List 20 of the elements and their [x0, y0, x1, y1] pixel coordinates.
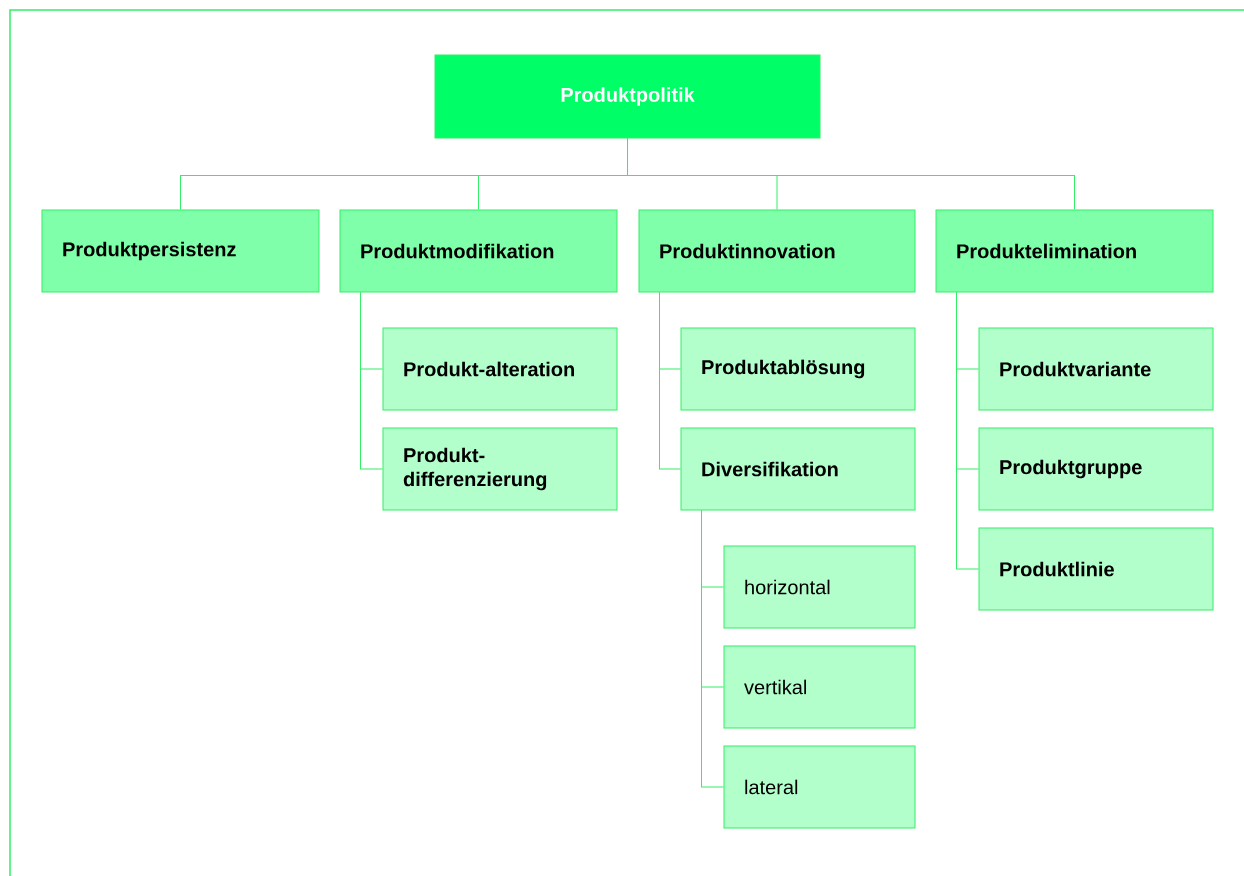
subcategory-box: lateral: [723, 745, 916, 829]
connector-line: [701, 510, 724, 788]
category-box: Produktmodifikation: [339, 209, 618, 293]
connector-line: [360, 292, 383, 470]
subcategory-box: Produkt-differenzierung: [382, 427, 618, 511]
subcategory-box: Produktablösung: [680, 327, 916, 411]
subcategory-box: vertikal: [723, 645, 916, 729]
connector-line: [627, 138, 1075, 210]
subcategory-box: Diversifikation: [680, 427, 916, 511]
subcategory-box: Produktlinie: [978, 527, 1214, 611]
subcategory-box: Produktgruppe: [978, 427, 1214, 511]
subcategory-box: Produkt-alteration: [382, 327, 618, 411]
title-box: Produktpolitik: [434, 54, 821, 139]
connector-line: [659, 292, 681, 470]
subcategory-box: horizontal: [723, 545, 916, 629]
category-box: Produktelimination: [935, 209, 1214, 293]
connector-line: [956, 292, 979, 570]
category-box: Produktinnovation: [638, 209, 916, 293]
subcategory-box: Produktvariante: [978, 327, 1214, 411]
category-box: Produktpersistenz: [41, 209, 320, 293]
